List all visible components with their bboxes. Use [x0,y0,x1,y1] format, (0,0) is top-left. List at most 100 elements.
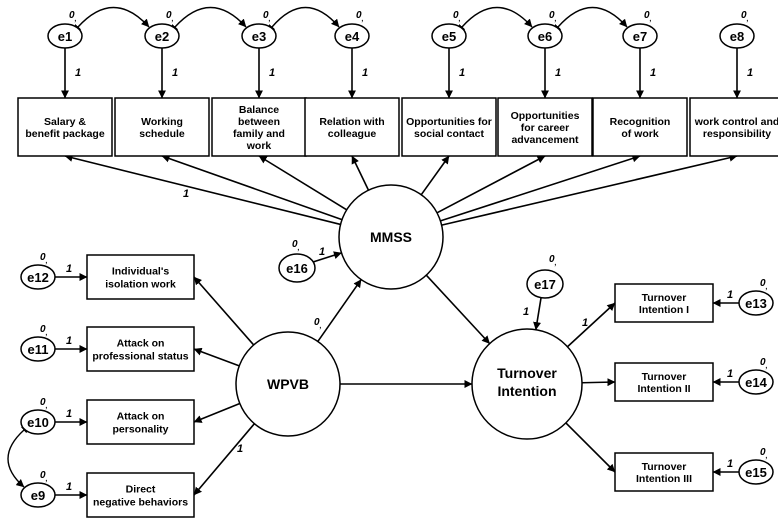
error-label: e8 [730,29,744,44]
mmss-indicator-box [114,97,210,157]
disturbance-variance-label: 0, [549,254,557,267]
error-variance-label: 0, [40,324,48,337]
error-variance-label: 0, [40,252,48,265]
path-weight: 1 [747,67,753,79]
error-label: e2 [155,29,169,44]
error-label: e5 [442,29,456,44]
error-variance-label: 0, [40,397,48,410]
error-variance-label: 0, [549,10,557,23]
wpvb-to-mmss-path [317,279,362,342]
turnover-loading-path [581,378,616,387]
mmss-indicator-label-line: for career [521,122,569,134]
path-arrows [55,48,741,499]
error-label: e11 [28,342,49,357]
error-term [20,264,56,290]
error-label: e9 [31,488,45,503]
mmss-latent [338,184,444,290]
error-label: e10 [27,415,49,430]
path-weight: 1 [75,67,81,79]
mmss-loading-path [440,154,641,222]
error-term [20,482,56,508]
path-weight: 1 [66,263,72,275]
mmss-indicator-label-line: work control and [694,116,778,128]
turnover-intention-label-line: Intention [497,383,556,399]
path-labels: 10,10,10,10,10,10,10,10,110,10,10,10,110… [40,10,768,493]
error-label: e14 [745,375,767,390]
turnover-intention-label-line: Turnover [497,365,557,381]
error-variance-label: 0, [453,10,461,23]
covariance-curve [552,6,628,33]
mmss-latent-label: MMSS [370,229,412,245]
error-term [738,459,774,485]
disturbance-term [278,253,316,283]
turnover-loading-path [566,302,616,348]
error-label: e1 [58,29,72,44]
turnover-indicator-label-line: Intention II [637,383,690,395]
wpvb-indicator-box [86,399,195,445]
covariance-curve [72,6,150,33]
path-weight: 1 [459,67,465,79]
turnover-indicator-label-line: Turnover [642,292,687,304]
error-variance-label: 0, [40,470,48,483]
covariance-curves [7,6,628,488]
mmss-indicator-box [304,97,400,157]
wpvb-loading-path [193,402,241,423]
error-variance-label: 0, [69,10,77,23]
mmss-indicator-box [211,97,307,157]
wpvb-loading-path [193,423,256,496]
mmss-loading-path [64,153,341,226]
path-weight: 1 [319,246,325,258]
mmss-indicator-label-line: colleague [328,128,377,140]
error-variance-label: 0, [263,10,271,23]
disturbance-term [526,269,564,299]
error-term [527,23,563,49]
wpvb-indicator-label-line: professional status [92,351,188,363]
disturbance-path [533,297,542,331]
error-label: e15 [745,465,767,480]
wpvb-indicator-label-line: personality [112,424,168,436]
mmss-indicator-label-line: Opportunities [511,110,580,122]
path-weight: 1 [727,289,733,301]
mmss-loading-path [436,155,546,214]
error-term [738,369,774,395]
mmss-to-turnover-path [425,274,491,345]
error-label: e13 [745,296,767,311]
covariance-curve [456,6,533,33]
path-weight: 1 [269,67,275,79]
turnover-indicator-box [614,362,714,402]
path-weight: 1 [66,408,72,420]
error-term [431,23,467,49]
turnover-indicator-label-line: Turnover [642,461,687,473]
mmss-loading-path [441,153,738,226]
wpvb-indicator-box [86,254,195,300]
path-weight: 1 [66,481,72,493]
mmss-indicator-box [592,97,688,157]
error-variance-label: 0, [760,278,768,291]
wpvb-indicator-label-line: Direct [126,484,156,496]
covariance-curve [267,6,340,33]
mmss-indicator-label-line: Balance [239,104,279,116]
error-label: e12 [27,270,49,285]
mmss-indicator-label-line: Opportunities for [406,116,492,128]
mmss-indicator-label-line: Relation with [319,116,384,128]
error-term [20,409,56,435]
error-label: e4 [345,29,360,44]
path-weight: 1 [727,368,733,380]
turnover-indicator-box [614,283,714,323]
mmss-indicator-label-line: responsibility [703,128,771,140]
disturbance-variance-label: 0, [292,239,300,252]
wpvb-indicator-label-line: Individual's [112,266,170,278]
mmss-indicator-label-line: work [246,140,272,152]
turnover-indicator-box [614,452,714,492]
wpvb-indicator-label-line: Attack on [117,411,165,423]
wpvb-indicator-box [86,326,195,372]
wpvb-indicator-box [86,472,195,518]
path-weight: 1 [650,67,656,79]
error-label: e7 [633,29,647,44]
wpvb-loading-path [193,347,240,367]
error-label: e3 [252,29,266,44]
wpvb-indicator-label-line: isolation work [105,279,176,291]
